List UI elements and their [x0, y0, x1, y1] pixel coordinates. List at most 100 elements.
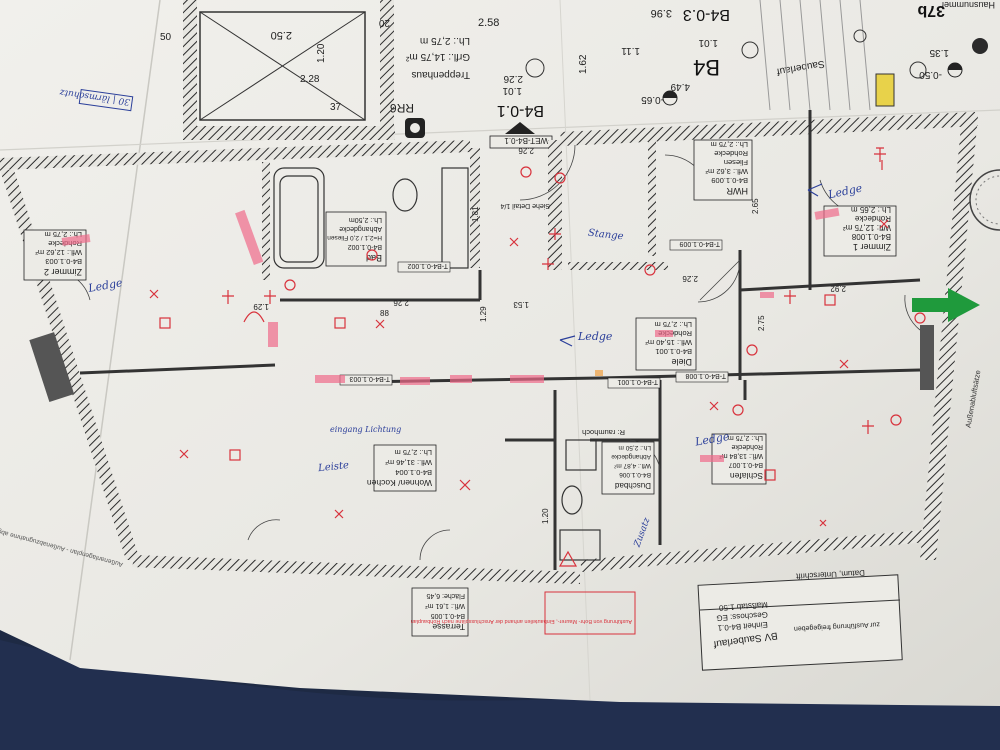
- room-diele: Diele B4-0.1.001 Wfl.: 15,40 m² Rohdecke…: [635, 317, 697, 371]
- room-finish: Rohdecke: [731, 443, 763, 450]
- door-code: T-B4-0.1.003: [349, 375, 390, 382]
- dim: 88: [380, 309, 389, 318]
- room-name: Terrasse: [432, 622, 465, 632]
- dim-135: 1.35: [929, 47, 949, 58]
- title-massstab: Maßstab 1:50: [718, 600, 768, 612]
- exit-arrow-icon: [912, 288, 980, 322]
- stair-dim-20: 20: [378, 17, 390, 28]
- room-finish: Rohdecke: [714, 149, 748, 158]
- title-geschoss: Geschoss: EG: [716, 610, 768, 623]
- unit-b4: B4: [693, 55, 720, 80]
- dim-396: 3.96: [651, 7, 672, 19]
- room-code: B4-0.1.002: [348, 243, 382, 250]
- room-code: B4-0.1.005: [431, 612, 465, 619]
- entrance-sub: 1.01: [502, 85, 522, 96]
- room-area: H=2,1 / 2,0 Fliesen: [327, 234, 382, 241]
- dim: 2.75: [757, 315, 766, 331]
- entrance-wet: WET-B4-0.1: [504, 136, 548, 145]
- room-name: Diele: [671, 357, 692, 367]
- note-eingang: eingang Lichtung: [330, 425, 401, 434]
- unit-b4-area: 1.01: [698, 37, 718, 48]
- room-area: WfI: 12,75 m²: [843, 223, 891, 232]
- red-electrical-marks: [149, 147, 926, 567]
- stair-rr6: RR6: [390, 101, 414, 115]
- entrance-code: B4-0.1: [497, 102, 544, 119]
- hausnummer-label: Hausnummer: [941, 0, 995, 10]
- room-finish: Rohdecke: [854, 214, 891, 223]
- title-datum: Datum, Unterschrift: [795, 568, 865, 581]
- room-code: B4-0.1.007: [729, 461, 763, 468]
- room-name: Schlafen: [730, 471, 763, 481]
- room-height: Lh.: 2,50 m: [618, 444, 651, 451]
- note-ledge-3: Ledge: [577, 330, 613, 343]
- title-freigegeben: zur Ausführung freigegeben: [794, 620, 880, 631]
- dim: 1.53: [513, 300, 529, 309]
- room-area: Wfl.: 13,84 m²: [719, 452, 763, 459]
- title-block: Datum, Unterschrift zur Ausführung freig…: [697, 568, 903, 671]
- raumhoch-label: R: raumhoch: [582, 428, 625, 437]
- unit-right-code: B4-0.3: [683, 6, 730, 23]
- door-code-tags: T-B4-0.1.002 T-B4-0.1.009 T-B4-0.1.001 T…: [339, 239, 729, 389]
- dim: 1.81: [471, 206, 480, 222]
- dim: 1.20: [541, 508, 550, 524]
- door-code: T-B4-0.1.001: [617, 378, 658, 385]
- title-einheit: Einheit B4-0.1: [717, 620, 768, 633]
- room-terrasse: Terrasse B4-0.1.005 Wfl.: 1,61 m² Fläche…: [411, 587, 469, 637]
- room-area: Wfl.: 31,46 m²: [385, 458, 432, 467]
- room-code: B4-0.1.001: [655, 347, 692, 356]
- entrance-dim: 2.26: [503, 73, 523, 84]
- stair-dim-228: 2.28: [300, 74, 320, 85]
- room-finish: Abhangdecke: [611, 453, 651, 460]
- room-finish: Rohdecke: [658, 329, 692, 338]
- room-name: Zimmer 2: [44, 267, 82, 277]
- room-code: B4-0.1.004: [395, 468, 432, 477]
- dim: 2.26: [518, 146, 534, 155]
- ausfuehrung-note: Ausführung von Bohr- Maurer-, Einbauteil…: [411, 618, 632, 624]
- room-height: Lh.: 2,75 m: [394, 448, 432, 457]
- room-duschbad: Duschbad B4-0.1.006 Wfl.: 4,87 m² Abhang…: [601, 441, 655, 495]
- north-compass-icon: [969, 169, 1000, 231]
- room-height: Lh.: 2,75 m: [710, 140, 748, 149]
- note-ledge-4: Ledge: [693, 430, 731, 449]
- dim-449: 4.49: [670, 81, 690, 92]
- header-right: B4-0.3 37b Hausnummer B4 1.01 3.96 1.11 …: [525, 0, 995, 111]
- room-code: B4-0.1.003: [45, 257, 82, 266]
- stair-name: Treppenhaus: [411, 69, 470, 80]
- stair-dim-250: 2.50: [271, 29, 292, 41]
- room-code: B4-0.1.006: [619, 471, 651, 478]
- room-wohnen: Wohnen/ Kochen B4-0.1.004 Wfl.: 31,46 m²…: [367, 444, 437, 492]
- room-finish: Fläche: 6,45: [426, 592, 465, 599]
- dimensions: 2.26 1.29 2.26 1.53 88 2.92 2.26 1.81 2.…: [253, 146, 846, 524]
- stair-dim-37: 37: [330, 102, 342, 113]
- room-area: Wfl.: 3,62 m²: [705, 167, 748, 176]
- room-name: Zimmer 1: [853, 242, 891, 252]
- room-height: Lh.: 2,75 m: [44, 230, 82, 239]
- room-name: Duschbad: [615, 481, 651, 490]
- dim: 2.26: [393, 298, 409, 307]
- room-flooring: Fliesen: [724, 158, 748, 167]
- room-height: Lh.: 2,75 m: [654, 320, 692, 329]
- room-name: HWR: [726, 186, 748, 196]
- siehe-detail-label: Siehe Detail 1/4: [500, 202, 550, 209]
- room-code: B4-0.1.009: [711, 176, 748, 185]
- room-height: Lh.: 2,50m: [349, 216, 382, 223]
- note-leiste: Leiste: [317, 460, 350, 474]
- note-stange: Stange: [587, 228, 624, 243]
- door-code: T-B4-0.1.008: [685, 372, 726, 379]
- stair-block: 2.50 1.20 2.28 37 50 20 Treppenhaus Grfl…: [160, 0, 499, 140]
- room-area: Wfl.: 1,61 m²: [425, 602, 465, 609]
- interior-walls: [79, 110, 921, 570]
- room-area: Wfl.: 15,40 m²: [645, 338, 692, 347]
- stair-dim-258: 2.58: [478, 17, 499, 29]
- room-finish: Abhangdecke: [339, 225, 382, 232]
- room-bad: Bad B4-0.1.002 H=2,1 / 2,0 Fliesen Abhan…: [325, 211, 387, 267]
- dim: 1.29: [253, 302, 269, 311]
- door-code: T-B4-0.1.002: [407, 262, 448, 269]
- dim-050: -0.50: [919, 69, 942, 80]
- room-name: Bad: [366, 253, 382, 263]
- dim: 1.29: [479, 306, 488, 322]
- dim: 2.92: [830, 284, 846, 293]
- room-area: Wfl.: 4,87 m²: [613, 462, 651, 469]
- room-code: B4-0.1.008: [851, 232, 891, 241]
